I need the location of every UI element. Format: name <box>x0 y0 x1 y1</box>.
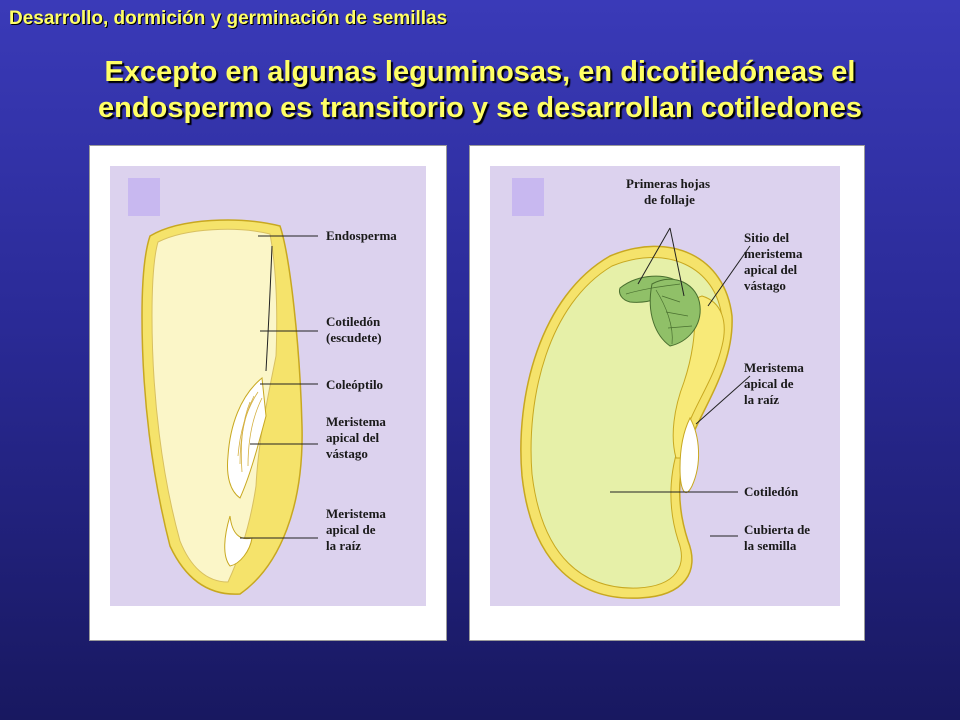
label-sitio-4: vástago <box>744 278 786 293</box>
leaf-veins <box>625 283 693 345</box>
slide-title: Excepto en algunas leguminosas, en dicot… <box>20 54 940 126</box>
label-cubierta-2: la semilla <box>744 538 797 553</box>
title-line-2: endospermo es transitorio y se desarroll… <box>98 92 862 124</box>
label-meristema-vastago-2: apical del <box>326 430 379 445</box>
label-cotiledon-2: (escudete) <box>326 330 382 345</box>
label-cubierta-1: Cubierta de <box>744 522 810 537</box>
label-meristema-raiz-1: Meristema <box>326 506 386 521</box>
label-meristema-raiz-2: apical de <box>744 376 794 391</box>
coleoptile <box>227 377 267 499</box>
label-meristema-raiz-2: apical de <box>326 522 376 537</box>
dicot-seed-figure: Primeras hojas de follaje Sitio del meri… <box>469 145 865 641</box>
label-sitio-1: Sitio del <box>744 230 790 245</box>
leader-meristema-raiz <box>695 375 751 425</box>
monocot-seed-diagram: Endosperma Cotiledón (escudete) Coleópti… <box>110 166 426 606</box>
slide-header: Desarrollo, dormición y germinación de s… <box>9 8 448 29</box>
leader-hojas-2 <box>669 227 685 297</box>
shoot-meristem-lines <box>237 391 263 473</box>
label-coleoptilo: Coleóptilo <box>326 377 383 392</box>
label-sitio-3: apical del <box>744 262 797 277</box>
label-meristema-vastago-1: Meristema <box>326 414 386 429</box>
label-meristema-vastago-3: vástago <box>326 446 368 461</box>
radicle <box>224 515 253 567</box>
label-endosperma: Endosperma <box>326 228 397 243</box>
leader-sitio <box>707 245 751 307</box>
scutellum-line <box>265 245 273 372</box>
label-cotiledon: Cotiledón <box>744 484 799 499</box>
label-meristema-raiz-3: la raíz <box>744 392 779 407</box>
title-line-1: Excepto en algunas leguminosas, en dicot… <box>104 56 856 88</box>
leader-hojas-1 <box>637 227 671 285</box>
radicle <box>679 416 700 493</box>
label-hojas-2: de follaje <box>644 192 695 207</box>
label-meristema-raiz-3: la raíz <box>326 538 361 553</box>
label-cotiledon-1: Cotiledón <box>326 314 381 329</box>
label-sitio-2: meristema <box>744 246 803 261</box>
corner-marker <box>512 178 544 216</box>
dicot-seed-diagram: Primeras hojas de follaje Sitio del meri… <box>490 166 840 606</box>
label-hojas-1: Primeras hojas <box>626 176 710 191</box>
corner-marker <box>128 178 160 216</box>
label-meristema-raiz-1: Meristema <box>744 360 804 375</box>
monocot-seed-figure: Endosperma Cotiledón (escudete) Coleópti… <box>89 145 447 641</box>
